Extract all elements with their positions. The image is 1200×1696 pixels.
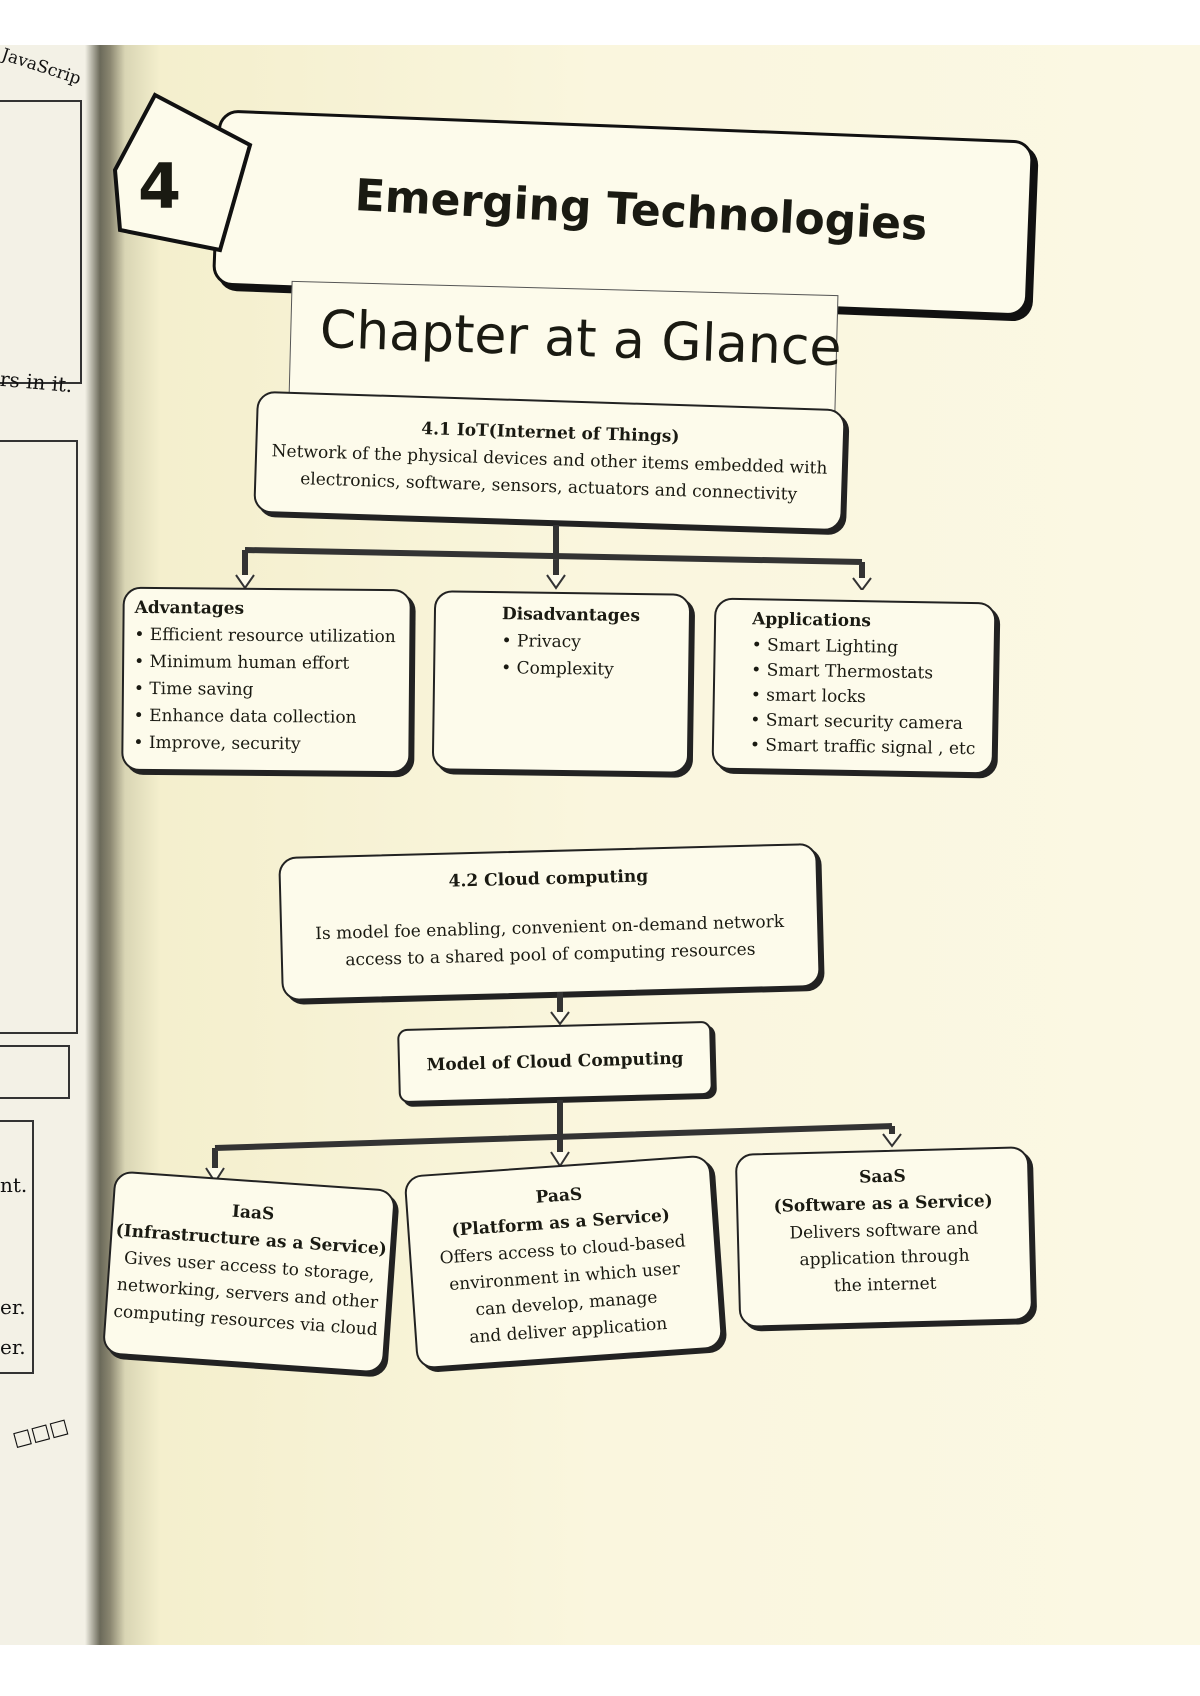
cloud-model-box: Model of Cloud Computing <box>397 1020 713 1104</box>
saas-box: SaaS (Software as a Service) Delivers so… <box>734 1146 1034 1328</box>
left-page-header: JavaScrip <box>0 44 84 90</box>
disadvantages-box: Disadvantages • Privacy • Complexity <box>431 590 692 774</box>
left-table-cell: nt. <box>0 1173 28 1197</box>
cloud-heading: 4.2 Cloud computing <box>448 866 649 892</box>
applications-title: Applications <box>751 609 872 632</box>
left-page-text: rs in it. <box>0 366 74 398</box>
advantage-item: • Improve, security <box>133 732 301 755</box>
chapter-number: 4 <box>138 150 182 223</box>
cloud-arrow <box>550 992 570 1026</box>
application-item: • Smart traffic signal , etc <box>749 735 976 760</box>
chapter-number-badge <box>112 92 253 253</box>
left-page-box <box>0 100 82 384</box>
disadvantage-item: • Complexity <box>501 658 614 680</box>
left-table-cell: er. <box>0 1295 26 1319</box>
left-page-box <box>0 440 78 1034</box>
iot-connector-arrows <box>235 525 872 590</box>
left-page-edge: JavaScrip rs in it. nt. er. er. □□□ <box>0 45 90 1545</box>
disadvantages-title: Disadvantages <box>501 604 641 627</box>
advantage-item: • Minimum human effort <box>134 651 350 674</box>
end-mark: □□□ <box>9 1413 71 1451</box>
left-page-table <box>0 1120 34 1374</box>
advantage-item: • Efficient resource utilization <box>134 624 396 648</box>
paas-box: PaaS (Platform as a Service) Offers acce… <box>403 1154 724 1370</box>
applications-box: Applications • Smart Lighting • Smart Th… <box>711 597 997 775</box>
cloud-box: 4.2 Cloud computing Is model foe enablin… <box>278 842 821 1002</box>
advantages-title: Advantages <box>134 597 245 619</box>
advantage-item: • Time saving <box>133 678 254 700</box>
advantages-box: Advantages • Efficient resource utilizat… <box>121 586 412 774</box>
iot-box: 4.1 IoT(Internet of Things) Network of t… <box>253 390 846 532</box>
advantage-item: • Enhance data collection <box>133 705 357 728</box>
iaas-box: IaaS (Infrastructure as a Service) Gives… <box>101 1170 397 1374</box>
left-table-cell: er. <box>0 1335 26 1359</box>
disadvantage-item: • Privacy <box>501 631 582 653</box>
left-page-box <box>0 1045 70 1099</box>
